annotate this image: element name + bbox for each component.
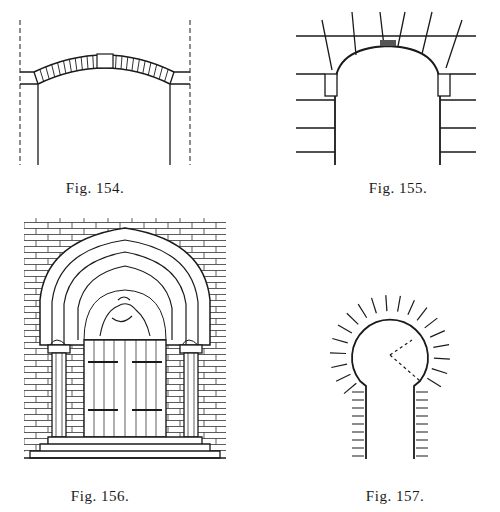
stroke <box>417 308 427 321</box>
stroke <box>330 352 346 354</box>
stroke <box>416 400 428 401</box>
stroke <box>352 424 364 425</box>
stroke <box>58 63 61 76</box>
stroke <box>69 59 71 72</box>
stroke <box>398 296 401 312</box>
stroke <box>87 56 88 69</box>
figure-caption: Fig. 154. <box>66 180 124 197</box>
stroke <box>433 345 449 348</box>
stroke <box>416 408 428 409</box>
stroke <box>159 67 162 79</box>
stroke <box>352 456 364 457</box>
stroke <box>148 63 151 76</box>
stroke <box>126 57 127 70</box>
stroke <box>416 456 428 457</box>
stroke <box>425 318 438 328</box>
stroke <box>143 61 145 74</box>
stroke <box>331 364 347 367</box>
figure-caption: Fig. 157. <box>366 488 424 505</box>
horseshoe-arch <box>330 295 450 459</box>
stroke <box>358 304 367 318</box>
segmental-arch <box>20 20 190 165</box>
stroke <box>352 432 364 433</box>
stroke <box>75 58 77 71</box>
stroke <box>92 56 94 69</box>
stroke <box>132 58 134 71</box>
stroke <box>408 300 415 315</box>
stroke <box>154 65 157 77</box>
stroke <box>416 440 428 441</box>
stroke <box>115 56 117 69</box>
stroke <box>121 56 122 69</box>
stroke <box>352 400 364 401</box>
stroke <box>336 374 350 381</box>
stroke <box>427 378 441 387</box>
gothic-portal <box>24 218 226 458</box>
stroke <box>416 448 428 449</box>
stroke <box>46 67 49 79</box>
stroke <box>137 59 139 72</box>
stroke <box>416 392 428 393</box>
stroke <box>332 339 347 343</box>
stroke <box>434 358 450 359</box>
stroke <box>81 57 82 70</box>
stroke <box>430 331 445 338</box>
stroke <box>52 65 55 77</box>
figure-caption: Fig. 155. <box>369 180 427 197</box>
stroke <box>352 440 364 441</box>
stroke <box>386 295 387 311</box>
stroke <box>352 416 364 417</box>
stroke <box>338 325 352 333</box>
stroke <box>352 392 364 393</box>
round-arch <box>296 12 476 165</box>
stroke <box>165 69 169 81</box>
stroke <box>347 313 359 324</box>
stroke <box>416 432 428 433</box>
stroke <box>372 298 377 313</box>
stroke <box>64 61 66 74</box>
stroke <box>432 369 447 374</box>
figure-caption: Fig. 156. <box>71 488 129 505</box>
stroke <box>40 69 44 81</box>
stroke <box>416 416 428 417</box>
stroke <box>416 424 428 425</box>
stroke <box>352 448 364 449</box>
stroke <box>352 408 364 409</box>
